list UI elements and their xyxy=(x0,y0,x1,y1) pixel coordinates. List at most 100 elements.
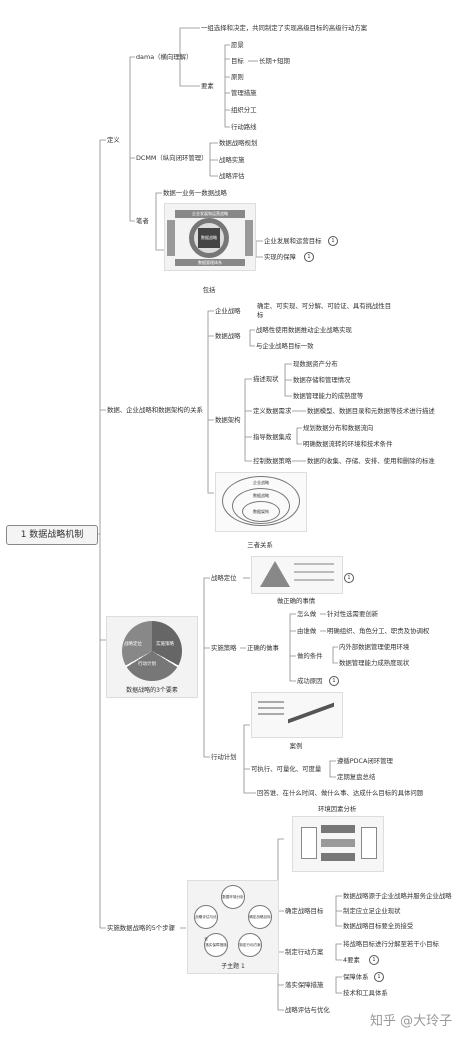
node-author[interactable]: 笔者 xyxy=(136,217,149,225)
img-right-bar xyxy=(245,220,253,256)
node-describe[interactable]: 描述现状 xyxy=(253,375,279,383)
cycle-node-guarantee: 落实保障措施 xyxy=(204,933,228,957)
node-exec[interactable]: 可执行、可量化、可度量 xyxy=(251,765,322,773)
img-left-bar xyxy=(167,220,175,256)
node-element-principle[interactable]: 原则 xyxy=(231,73,244,81)
pie-label-tactics: 实施策略 xyxy=(156,642,174,647)
node-tactics-sub[interactable]: 正确的做事 xyxy=(247,644,279,652)
pie-chart xyxy=(122,621,182,681)
img-row-3 xyxy=(258,713,284,715)
node-evaluate[interactable]: 战略评估与优化 xyxy=(285,1006,330,1014)
badge-plan[interactable]: 1 xyxy=(369,955,379,965)
node-guarantee[interactable]: 落实保障措施 xyxy=(285,981,324,989)
root-node[interactable]: 1 数据战略机制 xyxy=(6,525,98,545)
node-goal-3[interactable]: 数据战略目标要全员接受 xyxy=(343,922,414,930)
node-plan[interactable]: 制定行动方案 xyxy=(285,948,324,956)
node-positioning[interactable]: 战略定位 xyxy=(211,574,237,582)
node-element-org[interactable]: 组织分工 xyxy=(231,106,257,114)
node-describe-1[interactable]: 现数据资产分布 xyxy=(293,360,338,368)
img-box-right xyxy=(361,827,377,859)
node-cond-2[interactable]: 数据管理能力成熟度现状 xyxy=(339,659,410,667)
img-top-bar: 企业发展和运营战略 xyxy=(175,210,245,218)
node-ds-item1[interactable]: 战略性使用数据推动企业战略实现 xyxy=(256,326,352,334)
node-element-goal[interactable]: 目标 xyxy=(231,57,244,65)
node-enterprise-desc[interactable]: 确定、可实现、可分解、可验证、具有挑战性目标 xyxy=(257,302,392,319)
node-dama-desc[interactable]: 一组选择和决定，共同制定了实现高级目标的高级行动方案 xyxy=(201,24,368,32)
node-answer[interactable]: 回答谁、在什么时间、做什么事、达成什么目标的具体问题 xyxy=(257,789,424,797)
node-goal-sub[interactable]: 长期+短期 xyxy=(259,57,290,65)
img-line-3 xyxy=(294,579,334,581)
badge-positioning[interactable]: 1 xyxy=(344,573,354,583)
pie-label-positioning: 战略定位 xyxy=(124,642,142,647)
node-pdca[interactable]: 遵循PDCA闭环管理 xyxy=(337,757,393,765)
node-element-route[interactable]: 行动路线 xyxy=(231,123,257,131)
img-box-top xyxy=(321,825,355,833)
node-guarantee-2[interactable]: 技术和工具体系 xyxy=(343,989,388,997)
node-guide-2[interactable]: 明确数据流转的环境和技术条件 xyxy=(303,440,393,448)
caption-case: 案例 xyxy=(289,742,303,750)
node-define[interactable]: 定义数据需求 xyxy=(253,407,292,415)
cycle-node-env: 数据环境分析 xyxy=(221,885,245,909)
badge-success[interactable]: 1 xyxy=(329,676,339,686)
node-relation[interactable]: 数据、企业战略和数据架构的关系 xyxy=(107,406,203,414)
node-define-desc[interactable]: 数据模型、数据目录和元数据等技术进行描述 xyxy=(307,407,435,415)
node-enterprise[interactable]: 企业战略 xyxy=(215,307,241,315)
node-dcmm-implement[interactable]: 战略实施 xyxy=(219,156,245,164)
node-success[interactable]: 成功原因 xyxy=(297,677,323,685)
node-dcmm-planning[interactable]: 数据战略规划 xyxy=(219,139,258,147)
img-line-2 xyxy=(294,571,334,573)
steps-cycle-image[interactable]: 数据环境分析 确定战略目标 制定行动方案 落实保障措施 战略评估与优化 子主题 … xyxy=(187,880,279,974)
node-definition[interactable]: 定义 xyxy=(107,136,120,144)
node-goal-1[interactable]: 数据战略源于企业战略并服务企业战略 xyxy=(343,892,452,900)
img-label-strategy: 数据战略 xyxy=(253,493,269,498)
node-plan-2[interactable]: 4要素 xyxy=(343,956,360,964)
ellipse-enterprise xyxy=(222,476,300,526)
node-action[interactable]: 行动计划 xyxy=(211,753,237,761)
node-data-strategy[interactable]: 数据战略 xyxy=(215,332,241,340)
node-tactics[interactable]: 实施策略 xyxy=(211,644,237,652)
badge-guarantee[interactable]: 1 xyxy=(374,972,384,982)
caption-relation: 三者关系 xyxy=(247,541,273,549)
node-describe-2[interactable]: 数据存储和管理情况 xyxy=(293,376,351,384)
node-how-desc[interactable]: 针对性选需要创新 xyxy=(327,610,379,618)
node-env[interactable]: 环境因素分析 xyxy=(318,805,357,813)
img-box-bottom xyxy=(321,853,355,861)
elements-pie-image[interactable]: 战略定位 实施策略 行动计划 数据战略的3个要素 xyxy=(106,616,198,698)
node-cond[interactable]: 做的条件 xyxy=(297,652,323,660)
cycle-node-goal: 确定战略目标 xyxy=(248,905,272,929)
badge-author-goal[interactable]: 1 xyxy=(328,236,338,246)
node-guide-1[interactable]: 规划数据分布和数据流向 xyxy=(303,424,374,432)
positioning-image xyxy=(251,556,343,594)
node-ds-item2[interactable]: 与企业战略目标一致 xyxy=(256,342,314,350)
node-guarantee-1[interactable]: 保障体系 xyxy=(343,973,369,981)
node-describe-3[interactable]: 数据管理能力的成熟度等 xyxy=(293,392,364,400)
node-author-goal[interactable]: 企业发展和运营目标 xyxy=(264,237,322,245)
node-element-vision[interactable]: 愿景 xyxy=(231,41,244,49)
node-author-formula[interactable]: 数据一业务一数据战略 xyxy=(163,189,227,197)
img-box-left xyxy=(301,827,317,859)
node-control[interactable]: 控制数据策略 xyxy=(253,457,292,465)
node-goal[interactable]: 确定战略目标 xyxy=(285,907,324,915)
img-center-label: 数据战略 xyxy=(198,228,220,248)
node-guide[interactable]: 指导数据集成 xyxy=(253,433,292,441)
node-how[interactable]: 怎么做 xyxy=(297,610,317,618)
node-plan-1[interactable]: 将战略目标进行分解至若干小目标 xyxy=(343,940,439,948)
node-review[interactable]: 定期复盘总结 xyxy=(337,773,376,781)
node-dcmm[interactable]: DCMM（纵向闭环管理） xyxy=(136,154,208,162)
node-who-desc[interactable]: 明确组织、角色分工、职责及协调权 xyxy=(327,627,430,635)
node-cond-1[interactable]: 内外部数据管理使用环境 xyxy=(339,643,410,651)
img-bottom-bar: 数据管理体系 xyxy=(175,259,245,266)
node-who[interactable]: 由谁做 xyxy=(297,627,317,635)
badge-author-guarantee[interactable]: 1 xyxy=(304,252,314,262)
env-analysis-image xyxy=(292,816,384,872)
node-architecture[interactable]: 数据架构 xyxy=(215,416,241,424)
node-author-guarantee[interactable]: 实现的保障 xyxy=(264,253,296,261)
node-control-desc[interactable]: 数据的收集、存储、安排、使用和删除的标准 xyxy=(307,457,435,465)
ellipse-architecture xyxy=(242,501,280,522)
node-goal-2[interactable]: 制定应立足企业现状 xyxy=(343,907,401,915)
node-dama[interactable]: dama（横向理解） xyxy=(136,53,193,61)
node-steps[interactable]: 实施数据战略的5个步骤 xyxy=(107,924,175,932)
node-dcmm-evaluate[interactable]: 战略评估 xyxy=(219,172,245,180)
node-element-measures[interactable]: 管理措施 xyxy=(231,89,257,97)
node-dama-elements[interactable]: 要素 xyxy=(201,82,214,90)
